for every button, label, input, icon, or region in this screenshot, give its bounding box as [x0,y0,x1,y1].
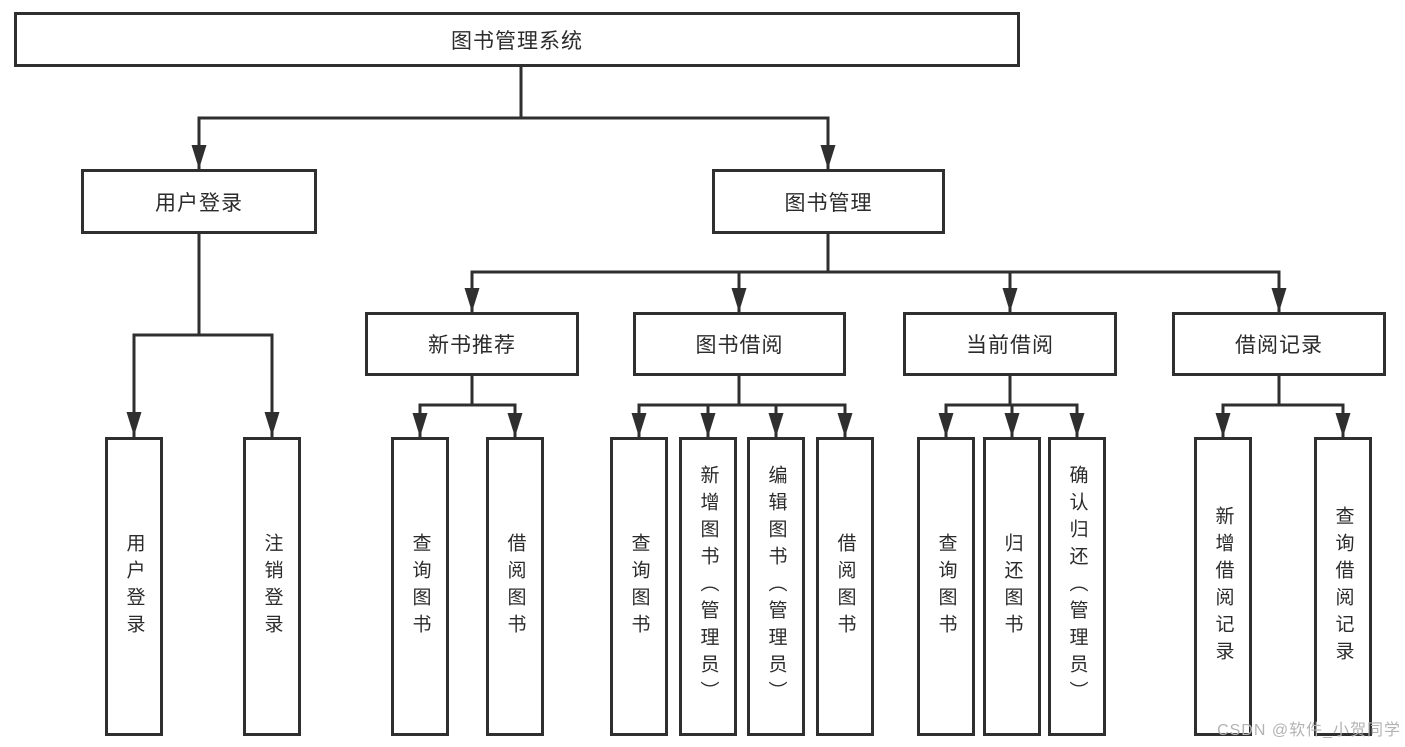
leaf-current-query-books: 查询图书 [917,437,975,736]
leaf-borrow-books: 借阅图书 [816,437,874,736]
node-label: 当前借阅 [966,334,1054,357]
node-label: 新增借阅记录 [1212,505,1234,668]
node-label: 编辑图书（管理员） [765,465,787,708]
node-label: 用户登录 [155,191,243,215]
leaf-return-books: 归还图书 [983,437,1041,736]
node-label: 借阅图书 [834,532,856,641]
node-label: 图书管理系统 [451,29,583,53]
node-label: 归还图书 [1001,532,1023,641]
leaf-logout: 注销登录 [243,437,301,736]
node-label: 确认归还（管理员） [1066,465,1088,708]
node-label: 图书管理 [784,191,873,215]
leaf-recommend-query-books: 查询图书 [391,437,449,736]
leaf-recommend-borrow-books: 借阅图书 [486,437,544,736]
node-book-borrowing: 图书借阅 [633,312,846,376]
node-current-borrowing: 当前借阅 [903,312,1117,376]
node-label: 借阅图书 [504,532,526,641]
node-label: 注销登录 [261,532,283,641]
node-label: 查询图书 [409,532,431,641]
node-label: 查询借阅记录 [1332,505,1354,668]
node-label: 查询图书 [628,532,650,641]
node-borrowing-records: 借阅记录 [1172,312,1386,376]
leaf-add-book-admin: 新增图书（管理员） [679,437,737,736]
watermark: CSDN @软件_小贺同学 [1217,722,1401,739]
node-user-login: 用户登录 [81,169,317,234]
leaf-borrow-query-books: 查询图书 [610,437,668,736]
leaf-edit-book-admin: 编辑图书（管理员） [747,437,805,736]
node-label: 图书借阅 [695,334,784,357]
node-new-book-recommendation: 新书推荐 [365,312,579,376]
node-label: 用户登录 [123,532,145,641]
node-label: 新增图书（管理员） [697,465,719,708]
leaf-query-borrow-record: 查询借阅记录 [1314,437,1372,736]
node-label: 借阅记录 [1235,334,1323,357]
leaf-user-login: 用户登录 [105,437,163,736]
node-book-management: 图书管理 [712,169,945,234]
node-label: 新书推荐 [428,334,516,357]
node-label: 查询图书 [935,532,957,641]
leaf-confirm-return-admin: 确认归还（管理员） [1048,437,1106,736]
leaf-add-borrow-record: 新增借阅记录 [1194,437,1252,736]
node-library-management-system: 图书管理系统 [14,12,1020,67]
